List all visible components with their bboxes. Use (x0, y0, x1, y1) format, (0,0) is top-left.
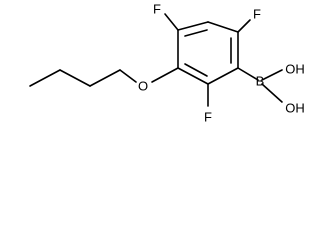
bond-to-f-top-left (164, 13, 179, 31)
ring-bond-top-right (207, 21, 239, 33)
atom-boron: B (256, 74, 265, 89)
structure-svg: F F O F B OH OH (29, 2, 305, 125)
ring-double-bond-bottom-left (184, 63, 208, 77)
bond-to-f-top-right (237, 19, 251, 33)
bond-b-to-oh-bottom (261, 83, 283, 103)
atom-oh-top: OH (285, 62, 305, 77)
chain-bond-c2-c3 (59, 69, 91, 87)
atom-f-top-right: F (253, 7, 261, 22)
ring-bond-bottom-right (207, 67, 239, 85)
ring-double-bond-top (184, 29, 208, 37)
ring-bond-bottom-left (177, 67, 209, 85)
chain-bond-c1-c2 (89, 69, 121, 87)
ring-bond-top (177, 21, 209, 31)
atom-f-bottom: F (204, 110, 212, 125)
atom-f-top-left: F (153, 2, 161, 17)
bond-to-boron (237, 67, 259, 81)
atom-oxygen: O (138, 79, 148, 94)
chain-bond-c3-c4 (29, 69, 61, 87)
chain-bond-o-c1 (119, 69, 137, 83)
molecule-drawing: F F O F B OH OH (29, 2, 305, 125)
bond-b-to-oh-top (261, 69, 283, 81)
bond-to-oxygen (151, 67, 179, 83)
atom-oh-bottom: OH (285, 101, 305, 116)
